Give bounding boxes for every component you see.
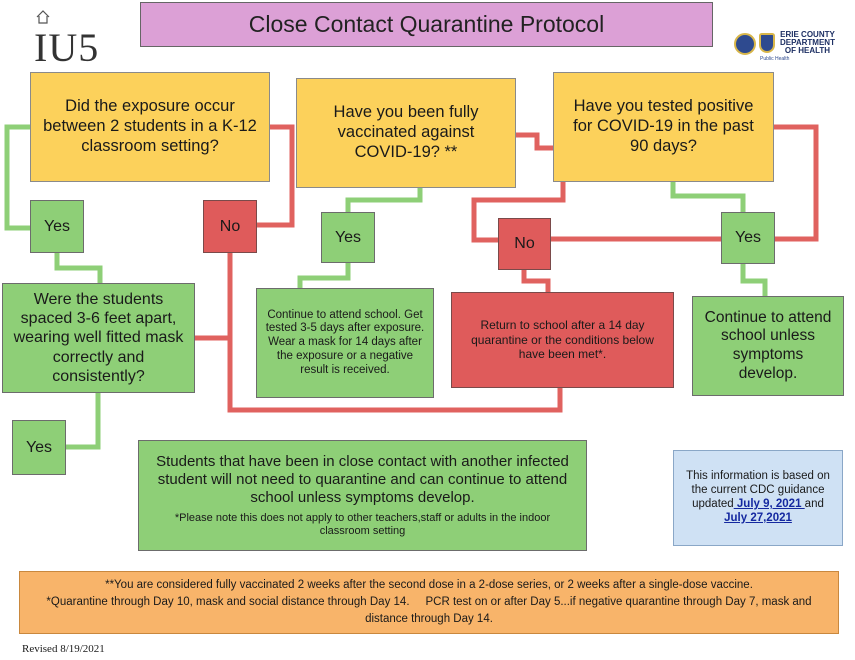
seal-caption: Public Health <box>760 56 790 62</box>
outcome-vaccinated: Continue to attend school. Get tested 3-… <box>256 288 434 398</box>
line-no-followup <box>195 252 233 341</box>
cdc-link-july-9[interactable]: July 9, 2021 <box>733 498 805 510</box>
cdc-link-july-27[interactable]: July 27,2021 <box>724 511 792 524</box>
question-1: Did the exposure occur between 2 student… <box>30 72 270 182</box>
revised-date: Revised 8/19/2021 <box>22 643 105 655</box>
line-q1-yes <box>4 124 30 231</box>
dept-line-1: ERIE COUNTY <box>780 30 835 39</box>
iu5-logo: IU5 <box>30 8 110 70</box>
health-shield-icon <box>759 33 775 53</box>
footer-line-2: *Quarantine through Day 10, mask and soc… <box>46 596 815 625</box>
question-2: Have you been fully vaccinated against C… <box>296 78 516 188</box>
dept-line-3: OF HEALTH <box>784 46 831 55</box>
line-no-quarantine2 <box>521 268 551 292</box>
line-yes-vaccinated <box>297 262 351 288</box>
answer-q1-no: No <box>203 200 257 253</box>
outcome-positive-recent: Continue to attend school unless symptom… <box>692 296 844 396</box>
answer-q1-yes: Yes <box>30 200 84 253</box>
house-icon <box>36 10 50 24</box>
info-and: and <box>804 498 824 510</box>
line-yes-followup <box>54 253 103 283</box>
answer-q3-yes: Yes <box>721 212 775 264</box>
classroom-main-text: Students that have been in close contact… <box>156 452 569 506</box>
health-dept-logo: Public Health ERIE COUNTY DEPARTMENT OF … <box>734 30 852 67</box>
cdc-info-box: This information is based on the current… <box>673 450 843 546</box>
line-q3-yes <box>670 182 746 212</box>
line-q2-yes <box>345 188 423 212</box>
outcome-quarantine: Return to school after a 14 day quaranti… <box>451 292 674 388</box>
classroom-note-text: *Please note this does not apply to othe… <box>174 511 551 537</box>
answer-q2-yes: Yes <box>321 212 375 263</box>
county-seal-icon <box>734 33 756 55</box>
dept-line-2: DEPARTMENT <box>780 38 835 47</box>
info-text: This information is based on the current… <box>686 470 830 510</box>
footer-notes: **You are considered fully vaccinated 2 … <box>19 571 839 634</box>
logo-text: IU5 <box>34 25 100 70</box>
footer-line-1: **You are considered fully vaccinated 2 … <box>105 579 753 592</box>
line-followup-yes <box>60 393 101 450</box>
question-3: Have you tested positive for COVID-19 in… <box>553 72 774 182</box>
line-q1-no <box>255 124 295 228</box>
page-title: Close Contact Quarantine Protocol <box>140 2 713 47</box>
outcome-classroom: Students that have been in close contact… <box>138 440 587 551</box>
answer-followup-yes: Yes <box>12 420 66 475</box>
line-q3-no <box>549 124 819 242</box>
line-yes-positive <box>740 263 768 296</box>
line-no-quarantine <box>227 338 563 413</box>
followup-question: Were the students spaced 3-6 feet apart,… <box>2 283 195 393</box>
answer-q3-no: No <box>498 218 551 270</box>
